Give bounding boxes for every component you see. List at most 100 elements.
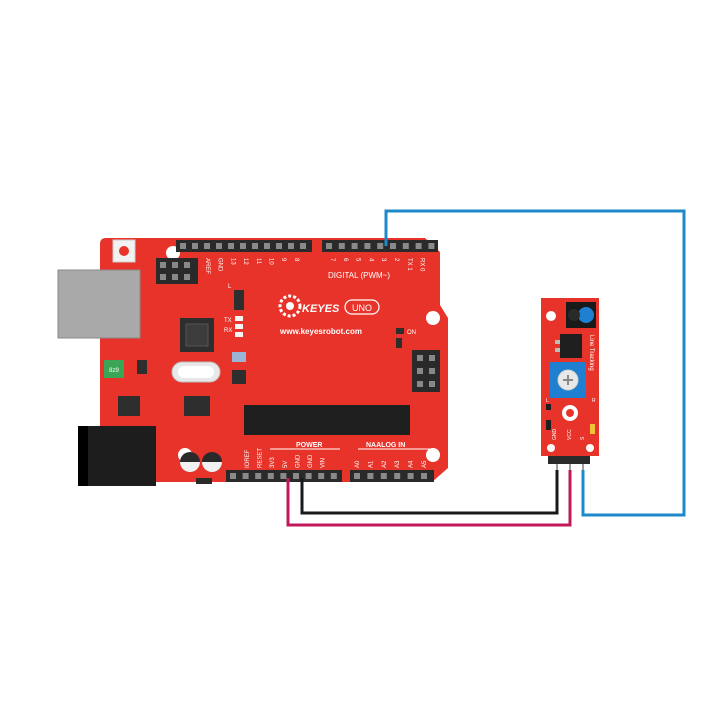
digital-header-label: DIGITAL (PWM~) bbox=[328, 271, 390, 280]
power-pin-label: GND bbox=[295, 454, 301, 468]
sensor-pin-label: GND bbox=[552, 429, 558, 441]
header-pin bbox=[364, 243, 371, 249]
power-pin-label: IOREF bbox=[245, 449, 251, 468]
digital-pin-label: GND bbox=[217, 258, 223, 272]
header-pin bbox=[255, 473, 262, 479]
digital-pin-label: 8 bbox=[293, 258, 299, 262]
model-badge: UNO bbox=[352, 303, 372, 313]
sensor-hole bbox=[546, 311, 556, 321]
analog-header bbox=[350, 470, 434, 482]
small-ic-3 bbox=[232, 370, 246, 384]
header-pin bbox=[288, 243, 294, 249]
sensor-hole bbox=[547, 444, 555, 452]
icsp-header-top bbox=[156, 258, 198, 284]
crystal-label: 8z9 bbox=[109, 368, 119, 374]
header-pin bbox=[264, 243, 270, 249]
power-jack-edge bbox=[78, 426, 88, 486]
header-pin bbox=[204, 243, 210, 249]
wires bbox=[286, 209, 686, 527]
header-pin bbox=[216, 243, 222, 249]
digital-pin-label: TX 1 bbox=[406, 258, 412, 271]
header-pin bbox=[305, 473, 312, 479]
header-pin bbox=[228, 243, 234, 249]
line-tracking-sensor: Line Tracking L R GND VCC S bbox=[541, 298, 599, 478]
digital-pin-label: 12 bbox=[242, 258, 248, 265]
digital-pin-label: 7 bbox=[329, 258, 335, 262]
header-pin bbox=[380, 473, 387, 479]
header-pin bbox=[377, 243, 384, 249]
led-label: L bbox=[228, 284, 232, 290]
analog-pin-label: A4 bbox=[409, 460, 415, 468]
brand-logo: KEYES bbox=[302, 303, 340, 315]
header-pin bbox=[407, 473, 414, 479]
sensor-pin-label: S bbox=[580, 436, 586, 440]
analog-pin-label: A2 bbox=[382, 460, 388, 468]
sensor-side-label: L bbox=[546, 398, 549, 404]
arduino-board: 8z9 L TX RX ON bbox=[57, 238, 448, 486]
on-label: ON bbox=[407, 330, 416, 336]
ir-emitter-icon bbox=[578, 307, 594, 323]
small-ic-2 bbox=[184, 396, 210, 416]
ir-receiver-icon bbox=[568, 309, 580, 321]
microcontroller bbox=[244, 405, 410, 435]
sensor-pin-label: VCC bbox=[567, 429, 573, 440]
wire-gnd-to-gnd bbox=[300, 470, 559, 515]
led-l bbox=[234, 290, 244, 310]
website-label: www.keyesrobot.com bbox=[279, 327, 362, 336]
sensor-title: Line Tracking bbox=[588, 335, 594, 371]
wire-signal-to-pin3 bbox=[384, 209, 686, 517]
header-pin bbox=[267, 473, 274, 479]
digital-pin-label: 5 bbox=[355, 258, 361, 262]
power-jack bbox=[78, 426, 156, 486]
header-pin bbox=[428, 243, 435, 249]
mount-hole bbox=[426, 311, 440, 325]
mount-hole bbox=[426, 448, 440, 462]
header-pin bbox=[351, 243, 358, 249]
analog-header-label: NAALOG IN bbox=[366, 442, 405, 449]
header-pin bbox=[180, 243, 186, 249]
wire-5v-to-vcc bbox=[286, 470, 572, 527]
small-part bbox=[396, 338, 402, 348]
digital-pin-label: 6 bbox=[342, 258, 348, 262]
analog-pin-label: A1 bbox=[368, 460, 374, 468]
icsp-header-right bbox=[412, 350, 440, 392]
digital-pin-label: 2 bbox=[393, 258, 399, 262]
header-pin bbox=[280, 473, 287, 479]
sensor-pin-header bbox=[548, 456, 590, 464]
power-pin-label: GND bbox=[308, 454, 314, 468]
header-pin bbox=[276, 243, 282, 249]
keyes-logo: KEYES UNO www.keyesrobot.com bbox=[278, 294, 380, 336]
power-header-label: POWER bbox=[296, 442, 322, 449]
analog-pin-label: A0 bbox=[355, 460, 361, 468]
header-pin bbox=[242, 473, 249, 479]
header-pin bbox=[230, 473, 236, 479]
power-pin-label: 3V3 bbox=[270, 457, 276, 468]
header-pin bbox=[252, 243, 258, 249]
on-led bbox=[396, 328, 404, 334]
digital-pin-label: RX 0 bbox=[419, 258, 425, 272]
sensor-hole bbox=[586, 444, 594, 452]
sensor-chip bbox=[560, 334, 582, 358]
digital-pin-label: 10 bbox=[268, 258, 274, 265]
header-pin bbox=[240, 243, 246, 249]
led-label: RX bbox=[224, 328, 232, 334]
header-pin bbox=[354, 473, 360, 479]
led-label: TX bbox=[224, 318, 232, 324]
digital-pin-label: AREF bbox=[204, 258, 210, 274]
diode bbox=[196, 478, 212, 484]
analog-pin-label: A3 bbox=[395, 460, 401, 468]
sensor-led bbox=[590, 424, 595, 434]
power-header bbox=[226, 470, 342, 482]
header-pin bbox=[338, 243, 345, 249]
digital-pin-label: 13 bbox=[229, 258, 235, 265]
header-pin bbox=[390, 243, 396, 249]
header-pin bbox=[402, 243, 409, 249]
header-pin bbox=[367, 473, 374, 479]
power-pin-label: 5V bbox=[283, 461, 289, 468]
digital-pin-label: 3 bbox=[380, 258, 386, 262]
header-pin bbox=[415, 243, 422, 249]
digital-header-left bbox=[176, 240, 312, 252]
header-pin bbox=[330, 473, 337, 479]
small-ic bbox=[137, 360, 147, 374]
